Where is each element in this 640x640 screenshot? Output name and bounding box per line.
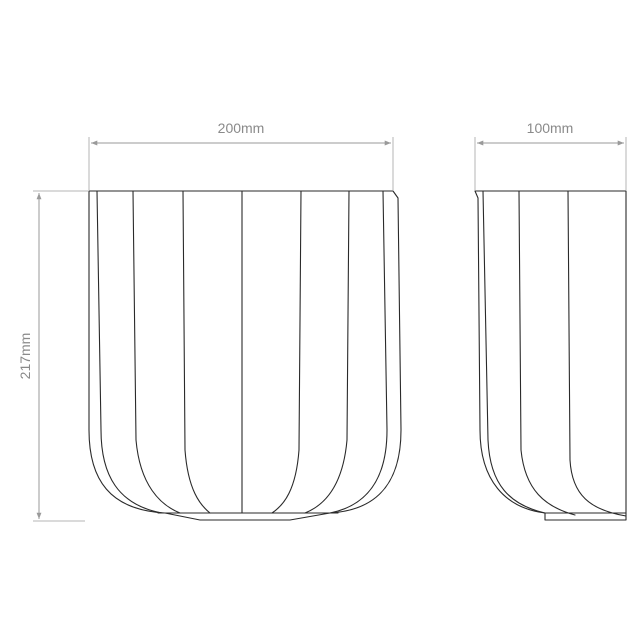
front-rib-6	[329, 190, 388, 514]
side-view	[474, 190, 627, 521]
front-rib-1	[96, 190, 163, 514]
side-rib-1	[482, 190, 546, 514]
front-rib-3	[182, 190, 211, 514]
dimension-height: 217mm	[17, 190, 88, 522]
side-outline	[474, 190, 627, 521]
front-width-label: 200mm	[218, 120, 265, 136]
side-rib-2	[518, 190, 576, 516]
front-view	[88, 190, 402, 521]
dimension-width-side: 100mm	[474, 120, 627, 190]
side-width-label: 100mm	[527, 120, 574, 136]
front-rib-2	[132, 190, 181, 514]
front-rib-4	[271, 190, 302, 514]
side-rib-3	[567, 190, 627, 517]
dimension-width-front: 200mm	[88, 120, 394, 190]
height-label: 217mm	[17, 333, 33, 380]
front-outline	[88, 190, 402, 521]
front-rib-5	[304, 190, 350, 514]
